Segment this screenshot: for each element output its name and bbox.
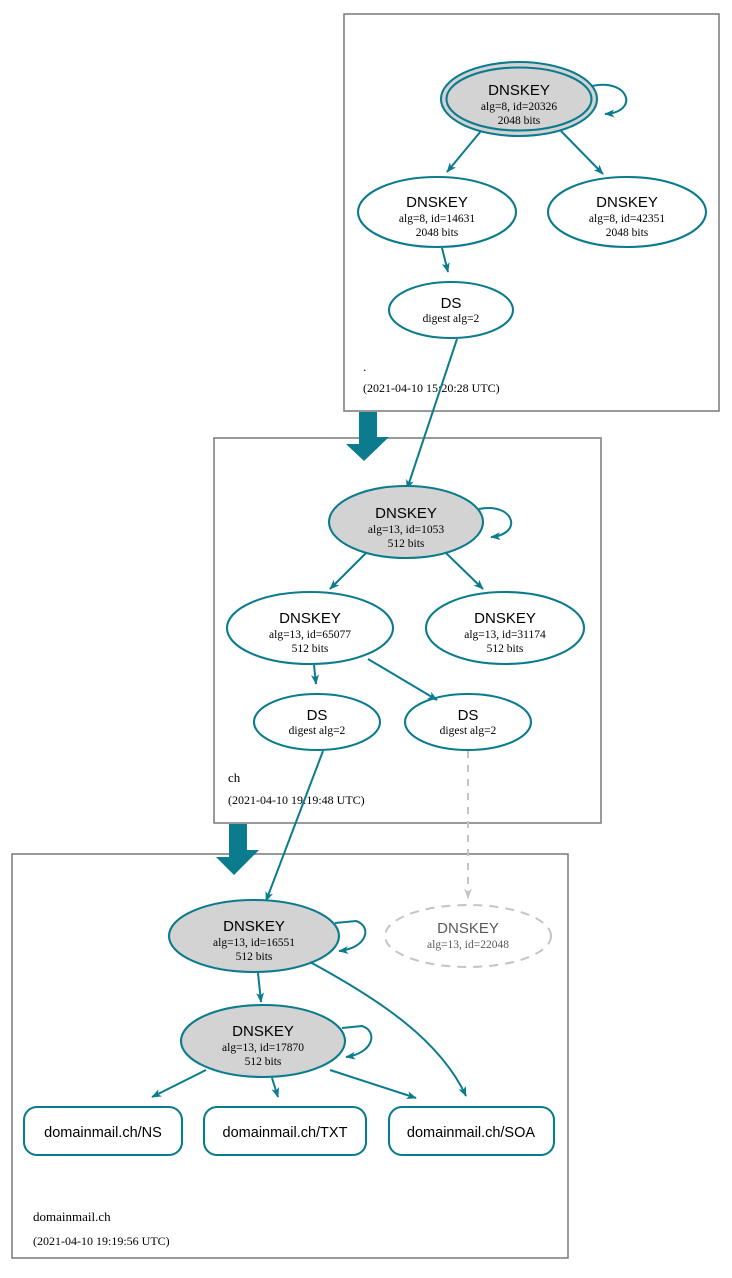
edge-root-zsk-to-ds xyxy=(441,247,450,273)
node-dnskey-ch-zsk-31174[interactable]: DNSKEY alg=13, id=31174 512 bits xyxy=(424,590,586,666)
node-dnskey-domainmail-orphan-22048[interactable]: DNSKEY alg=13, id=22048 xyxy=(384,904,552,968)
node-line3: 2048 bits xyxy=(606,227,649,239)
rrset-label: domainmail.ch/TXT xyxy=(223,1125,348,1141)
edge-self-sign-domainmail-zsk xyxy=(341,1024,373,1060)
edge-domainmail-ksk-to-zsk xyxy=(256,972,265,1003)
node-ds-ch-left[interactable]: DS digest alg=2 xyxy=(252,692,382,752)
edge-zsk-to-rrset-txt xyxy=(271,1077,280,1098)
node-title: DS xyxy=(458,707,479,724)
node-line2: alg=8, id=20326 xyxy=(481,101,557,113)
node-line3: 2048 bits xyxy=(416,227,459,239)
node-line3: 512 bits xyxy=(236,951,273,963)
node-dnskey-root-zsk-42351[interactable]: DNSKEY alg=8, id=42351 2048 bits xyxy=(546,175,708,249)
rrset-node-txt[interactable]: domainmail.ch/TXT xyxy=(202,1105,368,1157)
rrset-label: domainmail.ch/NS xyxy=(44,1125,162,1141)
node-line3: 512 bits xyxy=(487,643,524,655)
edge-ch-zsk-to-ds-left xyxy=(311,664,320,685)
zone-label-ch: ch xyxy=(228,770,241,785)
rrset-node-soa[interactable]: domainmail.ch/SOA xyxy=(387,1105,556,1157)
zone-box-domainmail xyxy=(11,853,569,1259)
node-line2: digest alg=2 xyxy=(423,313,480,325)
node-line3: 2048 bits xyxy=(498,115,541,127)
edge-self-sign-ch-ksk xyxy=(478,507,513,541)
edge-ch-ksk-to-zsk-31174 xyxy=(445,552,484,590)
rrset-label: domainmail.ch/SOA xyxy=(407,1125,535,1141)
node-dnskey-root-zsk-14631[interactable]: DNSKEY alg=8, id=14631 2048 bits xyxy=(356,175,518,249)
node-line3: 512 bits xyxy=(388,538,425,550)
delegation-arrow-root-to-ch xyxy=(346,412,389,461)
node-ds-ch-right[interactable]: DS digest alg=2 xyxy=(403,692,533,752)
edge-ds-root-to-ch-ksk xyxy=(406,338,458,490)
node-title: DNSKEY xyxy=(596,194,658,211)
node-line2: alg=8, id=14631 xyxy=(399,213,475,225)
node-line2: alg=13, id=17870 xyxy=(222,1042,304,1054)
zone-timestamp-domainmail: (2021-04-10 19:19:56 UTC) xyxy=(33,1234,170,1248)
node-line2: alg=13, id=16551 xyxy=(213,937,295,949)
zone-timestamp-ch: (2021-04-10 19:19:48 UTC) xyxy=(228,793,365,807)
node-dnskey-ch-ksk-1053[interactable]: DNSKEY alg=13, id=1053 512 bits xyxy=(327,484,485,560)
zone-timestamp-root: (2021-04-10 15:20:28 UTC) xyxy=(363,381,500,395)
node-line2: alg=13, id=31174 xyxy=(464,629,546,641)
node-line2: alg=8, id=42351 xyxy=(589,213,665,225)
node-title: DNSKEY xyxy=(406,194,468,211)
zone-box-ch xyxy=(213,437,602,824)
edge-root-ksk-to-zsk-42351 xyxy=(560,130,604,175)
edge-self-sign-root-ksk xyxy=(591,83,628,118)
node-line2: alg=13, id=1053 xyxy=(368,524,444,536)
rrset-node-ns[interactable]: domainmail.ch/NS xyxy=(22,1105,184,1157)
node-dnskey-domainmail-ksk-16551[interactable]: DNSKEY alg=13, id=16551 512 bits xyxy=(167,898,341,974)
edge-zsk-to-rrset-soa xyxy=(329,1069,417,1099)
edge-self-sign-domainmail-ksk xyxy=(334,919,367,955)
node-title: DS xyxy=(307,707,328,724)
node-dnskey-root-ksk-20326[interactable]: DNSKEY alg=8, id=20326 2048 bits xyxy=(439,60,599,138)
edge-zsk-to-rrset-ns xyxy=(151,1069,207,1098)
node-title: DNSKEY xyxy=(223,918,285,935)
node-dnskey-ch-zsk-65077[interactable]: DNSKEY alg=13, id=65077 512 bits xyxy=(225,590,395,666)
edge-ch-ksk-to-zsk-65077 xyxy=(329,552,367,590)
node-line3: 512 bits xyxy=(292,643,329,655)
edge-root-ksk-to-zsk-14631 xyxy=(446,130,482,173)
node-title: DNSKEY xyxy=(232,1023,294,1040)
node-title: DNSKEY xyxy=(437,920,499,937)
node-dnskey-domainmail-zsk-17870[interactable]: DNSKEY alg=13, id=17870 512 bits xyxy=(179,1003,347,1079)
node-line2: alg=13, id=22048 xyxy=(427,939,509,951)
node-line2: alg=13, id=65077 xyxy=(269,629,351,641)
node-title: DS xyxy=(441,295,462,312)
node-ds-root[interactable]: DS digest alg=2 xyxy=(387,280,515,340)
node-title: DNSKEY xyxy=(488,82,550,99)
delegation-arrow-ch-to-domainmail xyxy=(216,824,259,875)
edge-ch-zsk-to-ds-right xyxy=(367,658,438,701)
edge-ds-ch-to-domainmail-ksk xyxy=(265,750,324,902)
zone-box-root xyxy=(343,13,720,412)
zone-label-root: . xyxy=(363,359,366,374)
node-title: DNSKEY xyxy=(279,610,341,627)
edge-ksk-to-rrset-soa xyxy=(309,961,467,1097)
zone-label-domainmail: domainmail.ch xyxy=(33,1209,111,1224)
node-title: DNSKEY xyxy=(474,610,536,627)
node-line3: 512 bits xyxy=(245,1056,282,1068)
node-line2: digest alg=2 xyxy=(289,725,346,737)
node-title: DNSKEY xyxy=(375,505,437,522)
node-line2: digest alg=2 xyxy=(440,725,497,737)
